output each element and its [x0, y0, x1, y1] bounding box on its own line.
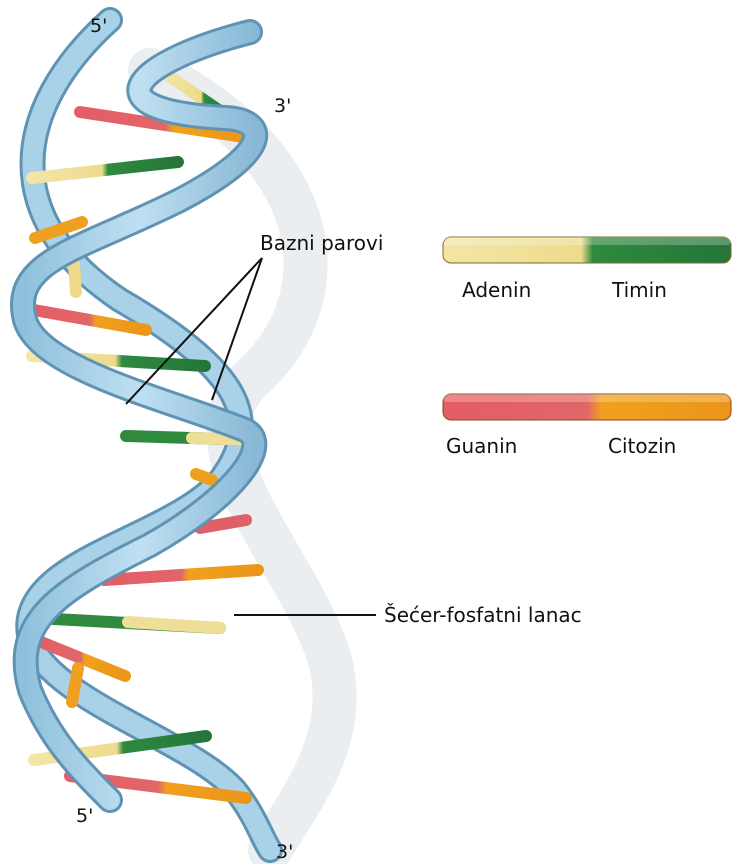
rung-a-vertical — [74, 264, 76, 292]
base-pairs-label: Bazni parovi — [260, 231, 383, 255]
bottom-right-end-label: 3' — [276, 841, 293, 863]
legend-guanine-label: Guanin — [446, 434, 517, 458]
legend-adenine-thymine: Adenin Timin — [443, 237, 731, 302]
rung-at — [32, 162, 178, 178]
rung-c-vertical — [72, 668, 78, 702]
rung-gc — [104, 570, 258, 580]
top-left-end-label: 5' — [90, 15, 107, 37]
legend-adenine-label: Adenin — [462, 278, 531, 302]
legend-guanine-cytosine: Guanin Citozin — [443, 394, 731, 458]
rung-c-short — [196, 474, 212, 480]
backbone-label: Šećer-fosfatni lanac — [384, 603, 582, 627]
top-right-end-label: 3' — [274, 95, 291, 117]
legend-thymine-label: Timin — [611, 278, 667, 302]
legend-cytosine-label: Citozin — [608, 434, 676, 458]
bottom-left-end-label: 5' — [76, 805, 93, 827]
